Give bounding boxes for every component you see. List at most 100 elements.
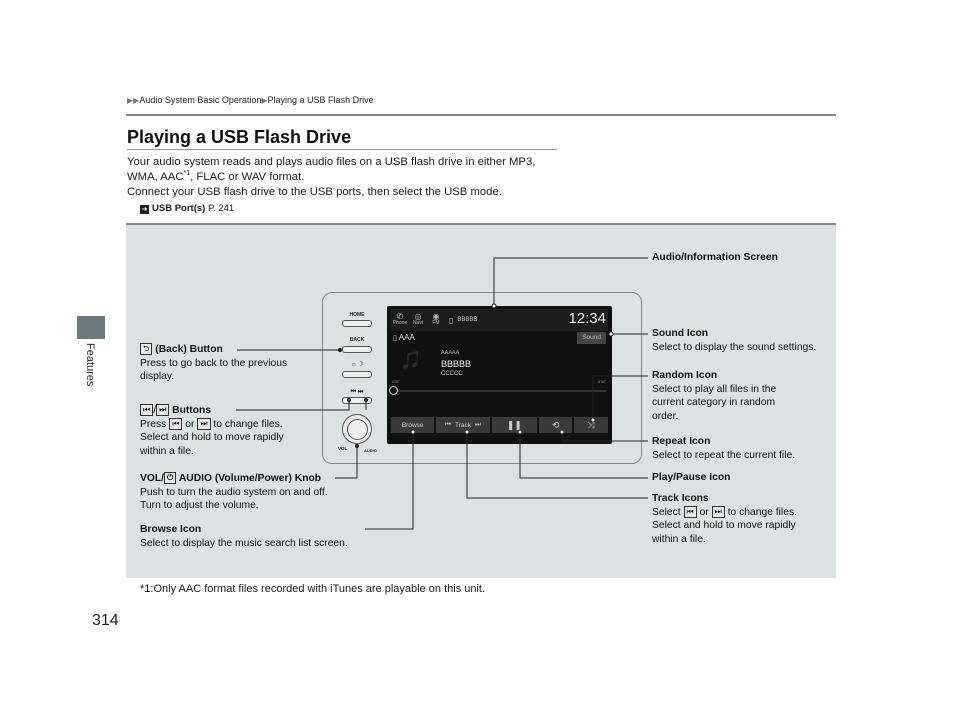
random-button[interactable]: ⤨ (574, 417, 608, 433)
track-button[interactable]: ⏮Track ⏭ (436, 417, 490, 433)
control-bar: Browse ⏮Track ⏭ ❚❚ ⟲ ⤨ (391, 417, 608, 433)
callout-sound-icon: Sound Icon Select to display the sound s… (652, 327, 816, 354)
breadcrumb: ▶▶Audio System Basic Operation▶Playing a… (127, 95, 374, 105)
callout-title: Browse Icon (140, 524, 202, 535)
xref-page: P. 241 (207, 203, 235, 214)
screen-top-bar: ✆Phone ◎Navi ◉FM ▯ BBBBB 12:34 (391, 309, 608, 331)
callout-text: Select to display the music search list … (140, 537, 348, 549)
callout-text: within a file. (140, 445, 194, 457)
breadcrumb-item[interactable]: Audio System Basic Operation (139, 95, 262, 105)
callout-title: AUDIO (Volume/Power) Knob (178, 473, 322, 484)
remaining-time: -5'50" (597, 380, 606, 384)
usb-icon: ▯ (449, 315, 454, 325)
power-icon: ⏻ (164, 472, 177, 485)
callout-text: to change files. (213, 418, 283, 430)
home-label: HOME (349, 312, 365, 318)
callout-title: Random Icon (652, 370, 718, 381)
callout-text: Select and hold to move rapidly (652, 520, 796, 531)
footnote-ref[interactable]: *1 (183, 170, 191, 178)
skip-forward-icon: ⏭ (197, 417, 211, 430)
intro-line: Your audio system reads and plays audio … (127, 156, 536, 168)
audio-label: AUDIO (364, 448, 377, 453)
vol-label: VOL (338, 446, 348, 451)
skip-back-icon: ⏮ (683, 505, 697, 518)
day-night-button[interactable] (342, 371, 372, 378)
callout-audio-screen: Audio/Information Screen (652, 251, 778, 265)
callout-back-button: ⮌ (Back) Button Press to go back to the … (140, 343, 287, 384)
callout-play-pause-icon: Play/Pause Icon (652, 471, 730, 485)
skip-back-icon: ⏮ (169, 417, 183, 430)
callout-text: Press to go back to the previous (140, 357, 288, 369)
back-label: BACK (349, 337, 365, 343)
callout-random-icon: Random Icon Select to play all files in … (652, 369, 776, 423)
callout-title: Play/Pause Icon (652, 472, 731, 483)
callout-text: order. (652, 410, 679, 422)
callout-text: display. (140, 371, 175, 382)
skip-icons: ⏮ ⏭ (350, 389, 364, 395)
source-title: ▯ AAA (393, 333, 415, 344)
intro-text-part: , FLAC or WAV format. (190, 171, 305, 183)
callout-title: Audio/Information Screen (652, 252, 778, 263)
callout-browse-icon: Browse Icon Select to display the music … (140, 523, 348, 550)
callout-title: Repeat Icon (652, 436, 711, 447)
track-prev-icon[interactable]: ⏮ (445, 421, 451, 428)
album-name: CCCCC (441, 371, 463, 377)
callout-repeat-icon: Repeat Icon Select to repeat the current… (652, 435, 795, 462)
phone-shortcut[interactable]: ✆Phone (391, 313, 409, 327)
track-label: Track (454, 421, 471, 429)
sound-button[interactable]: Sound (577, 332, 606, 344)
callout-text: or (185, 418, 195, 430)
day-night-icon: ☼☽ (350, 361, 364, 368)
browse-button[interactable]: Browse (391, 417, 435, 433)
shortcut-label: FM (432, 320, 440, 326)
callout-text: Turn to adjust the volume. (140, 500, 259, 511)
callout-skip-buttons: ⏮/⏭ Buttons Press ⏮ or ⏭ to change files… (140, 404, 284, 457)
repeat-icon: ⟲ (551, 419, 560, 430)
navi-shortcut[interactable]: ◎Navi (409, 313, 427, 327)
callout-title: Sound Icon (652, 328, 709, 339)
callout-text: Select to play all files in the (652, 383, 777, 395)
callout-title: VOL/ (140, 473, 165, 484)
skip-buttons[interactable] (342, 397, 372, 404)
breadcrumb-arrow-icon: ▶ (261, 96, 268, 105)
callout-text: Select to repeat the current file. (652, 449, 796, 461)
callout-text: to change files. (727, 506, 797, 518)
callout-text: Select (652, 506, 681, 518)
callout-text: Press (140, 418, 167, 430)
intro-text: Your audio system reads and plays audio … (127, 155, 727, 200)
audio-information-screen: ✆Phone ◎Navi ◉FM ▯ BBBBB 12:34 ▯ AAA Sou… (387, 306, 612, 444)
section-tab (77, 316, 105, 339)
track-next-icon[interactable]: ⏭ (475, 421, 481, 428)
navi-icon: ◎ (414, 312, 422, 321)
shortcut-label: Phone (392, 320, 408, 326)
callout-title: (Back) Button (155, 344, 223, 355)
shuffle-icon: ⤨ (587, 419, 595, 430)
elapsed-time: 0'03" (392, 380, 400, 384)
progress-bar[interactable] (393, 390, 606, 392)
fm-icon: ◉ (432, 312, 440, 321)
progress-handle[interactable] (389, 386, 398, 395)
pause-icon: ❚❚ (506, 419, 522, 430)
xref-arrow-icon: ➜ (140, 205, 149, 214)
repeat-button[interactable]: ⟲ (538, 417, 573, 433)
fm-shortcut[interactable]: ◉FM (427, 313, 445, 327)
skip-forward-icon: ⏭ (156, 404, 170, 417)
callout-text: Push to turn the audio system on and off… (140, 486, 328, 498)
home-button[interactable] (342, 320, 372, 327)
back-button[interactable] (342, 346, 372, 353)
play-pause-button[interactable]: ❚❚ (491, 417, 537, 433)
breadcrumb-arrow-icon: ▶▶ (127, 96, 140, 105)
source-title-text: AAA (398, 333, 415, 342)
callout-text: or (699, 506, 709, 518)
divider (126, 114, 836, 116)
intro-line: WMA, AAC*1, FLAC or WAV format. (127, 170, 727, 185)
clock: 12:34 (568, 310, 606, 327)
skip-back-icon: ⏮ (140, 404, 154, 417)
cross-reference[interactable]: ➜USB Port(s) P. 241 (140, 203, 234, 214)
intro-line: Connect your USB flash drive to the USB … (127, 186, 502, 198)
song-title: BBBBB (441, 359, 472, 369)
breadcrumb-item[interactable]: Playing a USB Flash Drive (267, 95, 374, 105)
title-underline (127, 149, 557, 150)
volume-power-knob[interactable] (342, 414, 372, 444)
callout-track-icons: Track Icons Select ⏮ or ⏭ to change file… (652, 492, 797, 546)
